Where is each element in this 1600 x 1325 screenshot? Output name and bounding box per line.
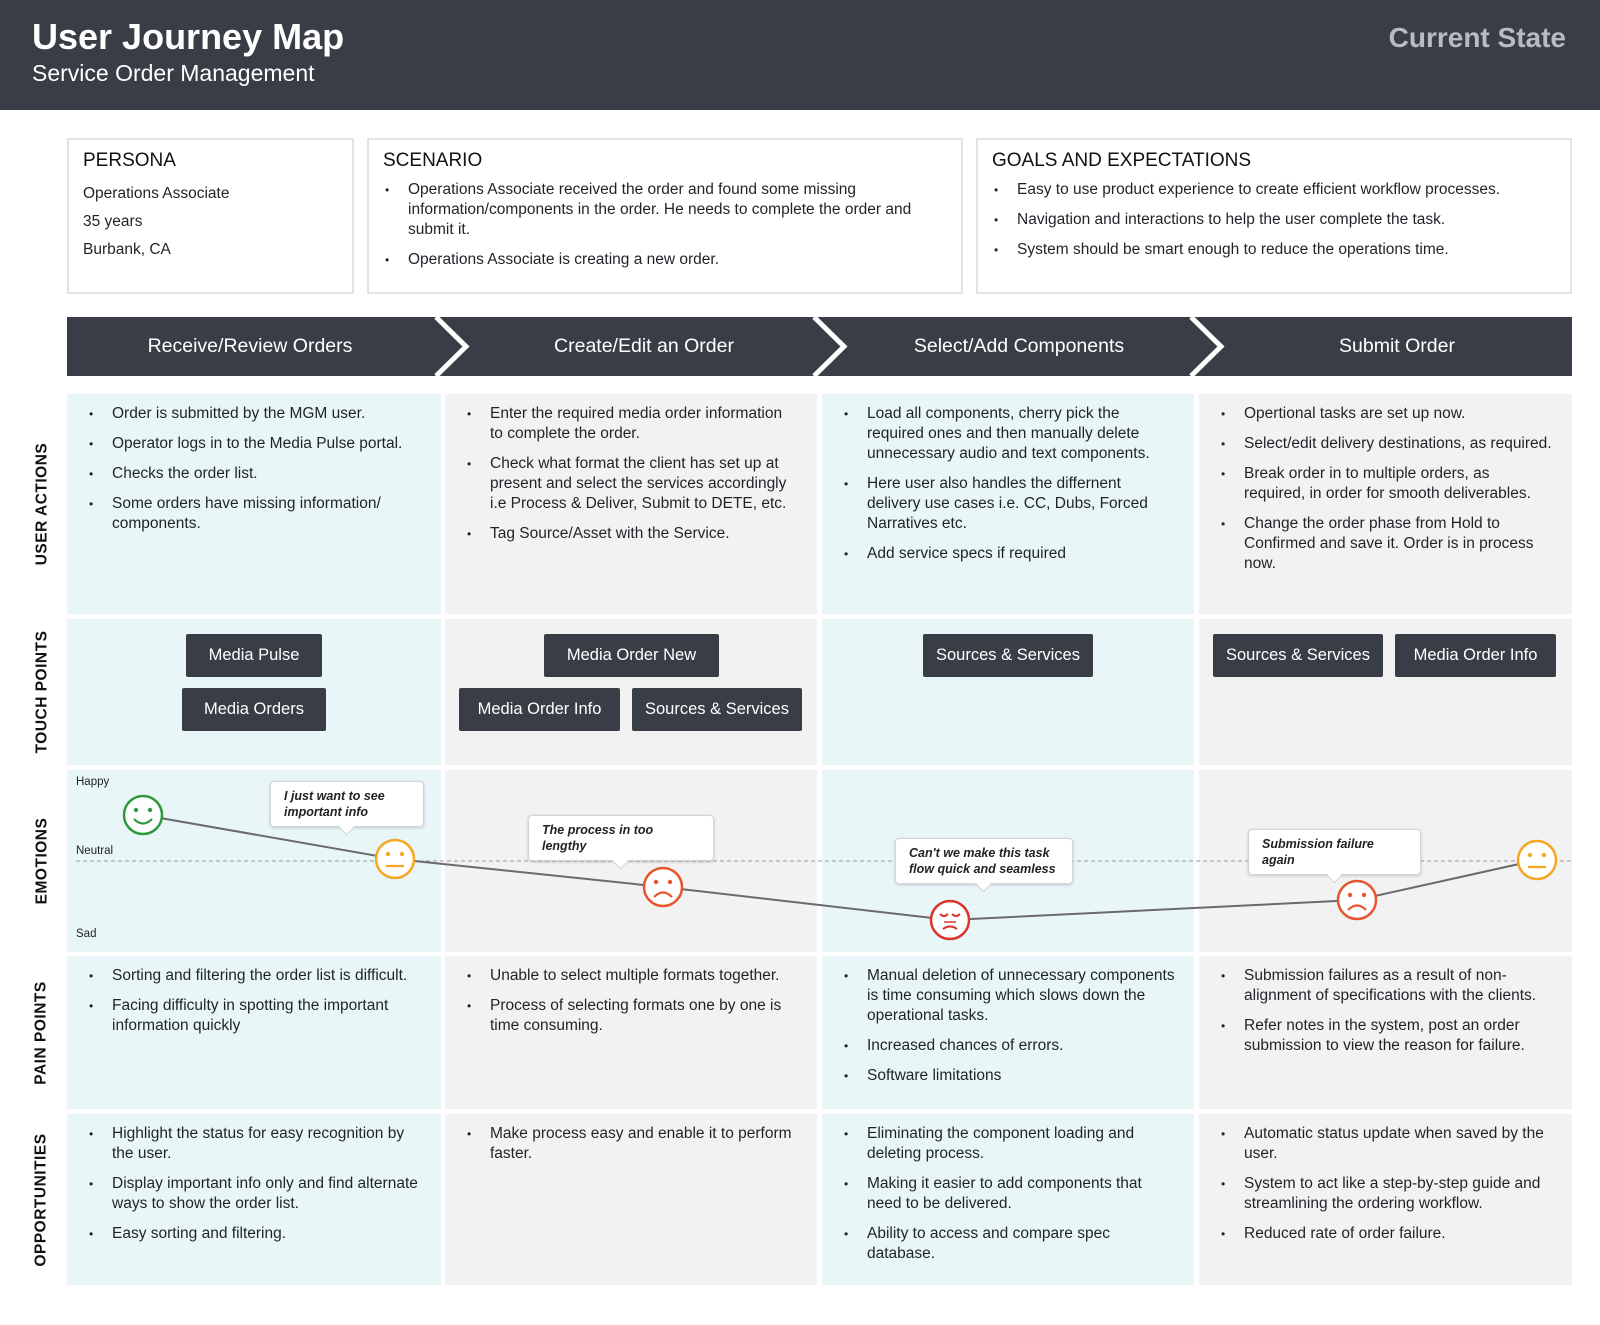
list-item: Highlight the status for easy recognitio… (87, 1124, 423, 1164)
touchpoint-sources-services: Sources & Services (632, 688, 802, 731)
pain-points-cell: Unable to select multiple formats togeth… (445, 956, 817, 1109)
emotion-line (142, 814, 1538, 922)
list-item: Checks the order list. (87, 464, 423, 484)
emotion-scale-neutral: Neutral (76, 845, 114, 857)
list-item: Software limitations (842, 1066, 1176, 1086)
emotion-scale-happy: Happy (76, 776, 110, 788)
touchpoint-media-orders: Media Orders (182, 688, 326, 731)
list-item: System to act like a step-by-step guide … (1219, 1174, 1554, 1214)
list-item: System should be smart enough to reduce … (992, 240, 1556, 260)
list-item: Reduced rate of order failure. (1219, 1224, 1554, 1244)
list-item: Easy sorting and filtering. (87, 1224, 423, 1244)
persona-location: Burbank, CA (83, 241, 171, 258)
list-item: Enter the required media order informati… (465, 404, 799, 444)
opportunities-cell: Make process easy and enable it to perfo… (445, 1114, 817, 1285)
list-item: Check what format the client has set up … (465, 454, 799, 514)
touchpoint-media-order-new: Media Order New (544, 634, 719, 677)
goals-heading: GOALS AND EXPECTATIONS (992, 150, 1252, 171)
page-subtitle: Service Order Management (32, 60, 315, 86)
list-item: Some orders have missing information/ co… (87, 494, 423, 534)
list-item: Refer notes in the system, post an order… (1219, 1016, 1554, 1056)
persona-box: PERSONA Operations Associate 35 years Bu… (67, 138, 354, 294)
list-item: Eliminating the component loading and de… (842, 1124, 1176, 1164)
list-item: Operations Associate received the order … (383, 180, 947, 240)
list-item: Operator logs in to the Media Pulse port… (87, 434, 423, 454)
list-item: Add service specs if required (842, 544, 1176, 564)
list-item: Navigation and interactions to help the … (992, 210, 1556, 230)
stage-chevron-3 (1189, 317, 1225, 376)
list-item: Change the order phase from Hold to Conf… (1219, 514, 1554, 574)
persona-heading: PERSONA (83, 150, 176, 171)
pain-points-cell: Sorting and filtering the order list is … (67, 956, 441, 1109)
list-item: Break order in to multiple orders, as re… (1219, 464, 1554, 504)
stage-submit: Submit Order (1339, 335, 1455, 357)
emotion-comment-bubble: Submission failure again (1248, 829, 1421, 875)
list-item: Increased chances of errors. (842, 1036, 1176, 1056)
touchpoint-media-pulse: Media Pulse (186, 634, 322, 677)
emotion-scale-sad: Sad (76, 928, 97, 940)
page-title: User Journey Map (32, 16, 345, 57)
emotion-comment-bubble: The process in too lengthy (528, 815, 714, 861)
list-item: Automatic status update when saved by th… (1219, 1124, 1554, 1164)
list-item: Order is submitted by the MGM user. (87, 404, 423, 424)
list-item: Process of selecting formats one by one … (465, 996, 799, 1036)
list-item: Making it easier to add components that … (842, 1174, 1176, 1214)
list-item: Display important info only and find alt… (87, 1174, 423, 1214)
list-item: Submission failures as a result of non-a… (1219, 966, 1554, 1006)
stage-receive-review: Receive/Review Orders (147, 335, 353, 357)
list-item: Unable to select multiple formats togeth… (465, 966, 799, 986)
opportunities-cell: Automatic status update when saved by th… (1199, 1114, 1572, 1285)
pain-points-cell: Submission failures as a result of non-a… (1199, 956, 1572, 1109)
list-item: Load all components, cherry pick the req… (842, 404, 1176, 464)
opportunities-cell: Eliminating the component loading and de… (822, 1114, 1194, 1285)
list-item: Easy to use product experience to create… (992, 180, 1556, 200)
stage-chevron-2 (812, 317, 848, 376)
scenario-list: Operations Associate received the order … (383, 180, 947, 270)
touchpoint-media-order-info: Media Order Info (459, 688, 620, 731)
neutral-face-icon (374, 838, 416, 880)
goals-box: GOALS AND EXPECTATIONS Easy to use produ… (976, 138, 1572, 294)
list-item: Here user also handles the differnent de… (842, 474, 1176, 534)
goals-list: Easy to use product experience to create… (992, 180, 1556, 260)
touchpoint-sources-services: Sources & Services (923, 634, 1093, 677)
happy-face-icon (122, 794, 164, 836)
list-item: Ability to access and compare spec datab… (842, 1224, 1176, 1264)
user-actions-cell: Enter the required media order informati… (445, 394, 817, 614)
sad-face-icon (1336, 879, 1378, 921)
stage-bar (67, 317, 1572, 376)
persona-age: 35 years (83, 213, 143, 230)
emotion-comment-bubble: I just want to see important info (270, 781, 424, 827)
list-item: Tag Source/Asset with the Service. (465, 524, 799, 544)
stage-chevron-1 (434, 317, 470, 376)
list-item: Select/edit delivery destinations, as re… (1219, 434, 1554, 454)
state-label: Current State (1388, 22, 1566, 53)
touchpoint-sources-services: Sources & Services (1213, 634, 1383, 677)
pain-points-cell: Manual deletion of unnecessary component… (822, 956, 1194, 1109)
user-actions-cell: Load all components, cherry pick the req… (822, 394, 1194, 614)
user-actions-cell: Opertional tasks are set up now. Select/… (1199, 394, 1572, 614)
sad-face-icon (642, 866, 684, 908)
list-item: Operations Associate is creating a new o… (383, 250, 947, 270)
list-item: Manual deletion of unnecessary component… (842, 966, 1176, 1026)
emotion-comment-bubble: Can't we make this task flow quick and s… (895, 838, 1073, 884)
stage-select-add: Select/Add Components (913, 335, 1125, 357)
user-actions-cell: Order is submitted by the MGM user. Oper… (67, 394, 441, 614)
page-header: User Journey Map Service Order Managemen… (0, 0, 1600, 110)
list-item: Sorting and filtering the order list is … (87, 966, 423, 986)
neutral-face-icon (1516, 839, 1558, 881)
stage-create-edit: Create/Edit an Order (554, 335, 734, 357)
list-item: Make process easy and enable it to perfo… (465, 1124, 799, 1164)
touchpoint-media-order-info: Media Order Info (1395, 634, 1556, 677)
very-sad-face-icon (929, 899, 971, 941)
list-item: Opertional tasks are set up now. (1219, 404, 1554, 424)
opportunities-cell: Highlight the status for easy recognitio… (67, 1114, 441, 1285)
scenario-heading: SCENARIO (383, 150, 483, 171)
list-item: Facing difficulty in spotting the import… (87, 996, 423, 1036)
scenario-box: SCENARIO Operations Associate received t… (367, 138, 963, 294)
persona-role: Operations Associate (83, 185, 230, 202)
